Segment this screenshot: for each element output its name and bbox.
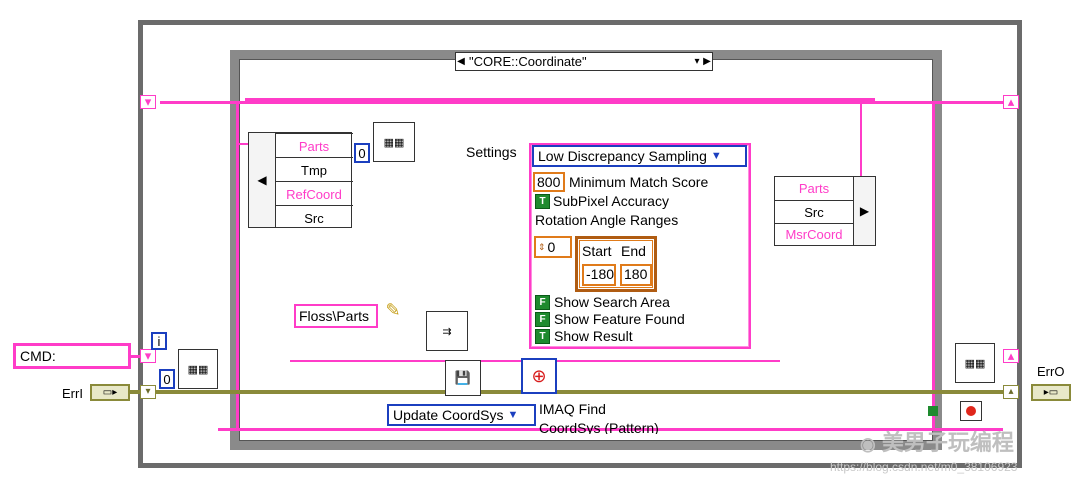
cmd-wire [131,355,141,358]
bundle-item-src: Src [775,200,853,223]
rotation-index[interactable]: ⇕ 0 [534,236,572,258]
index-array-left-icon[interactable]: ▦▦ [178,349,218,389]
shift-register-left-olive: ▾ [140,385,156,399]
cluster-wire-right-loop [860,101,862,183]
wechat-watermark: ◉ 美男子玩编程 [860,425,1014,457]
range-end-label: End [621,243,646,259]
cluster-wire-to-bundler [238,143,250,145]
case-selector-label: "CORE::Coordinate" [469,54,587,69]
err-in-terminal[interactable]: ▭▸ [90,384,130,401]
wechat-logo-icon: ◉ [860,434,876,454]
loop-tunnel-icon [928,406,938,416]
shift-register-right-olive: ▴ [1003,385,1019,399]
cluster-wire-vert-right [932,101,935,431]
unbundle-handle-icon: ◀ [249,133,276,227]
rotation-index-value: 0 [547,239,556,255]
bundle-item-msrcoord: MsrCoord [775,223,853,245]
show-search-area-row: F Show Search Area [535,294,670,311]
unbundle-item-src: Src [275,205,353,230]
settings-label: Settings [466,144,517,160]
rotation-range-inner [579,240,653,288]
range-start-label: Start [582,243,612,259]
subpixel-label: SubPixel Accuracy [553,193,669,209]
show-result-flag[interactable]: T [535,329,550,344]
show-result-label: Show Result [554,328,633,344]
update-coordsys-dropdown[interactable]: Update CoordSys ▼ [387,404,536,426]
sampling-value: Low Discrepancy Sampling [538,148,707,164]
unbundle-item-parts: Parts [275,133,353,158]
error-wire [128,390,1008,394]
stop-condition-icon[interactable] [960,401,982,421]
range-start-field[interactable]: -180 [582,264,616,286]
path-constant-value: Floss\Parts [299,308,370,324]
err-in-label: ErrI [62,386,83,401]
cluster-wire-mid [245,98,875,101]
case-prev-icon[interactable]: ◀ [457,56,465,67]
show-search-area-label: Show Search Area [554,294,670,310]
url-watermark: https://blog.csdn.net/m0_38106923 [830,460,1018,474]
bundle-handle-icon: ▶ [853,177,875,245]
dropdown-arrow-icon: ▼ [507,409,519,421]
path-constant[interactable]: Floss\Parts [294,304,378,328]
stop-dot-icon [966,406,976,416]
unbundle-item-refcoord: RefCoord [275,181,353,206]
range-end-field[interactable]: 180 [620,264,652,286]
shift-register-right-pink: ▴ [1003,348,1019,363]
show-feature-found-label: Show Feature Found [554,311,685,327]
index-constant-top[interactable]: 0 [354,143,370,163]
shift-register-top-right: ▴ [1003,94,1019,109]
rotation-label: Rotation Angle Ranges [535,212,679,228]
show-feature-found-row: F Show Feature Found [535,311,685,328]
case-next-icon[interactable]: ▶ [703,56,711,67]
index-array-icon[interactable]: ▦▦ [373,122,415,162]
cluster-wire-bottom [218,428,1003,431]
err-out-terminal[interactable]: ▸▭ [1031,384,1071,401]
cluster-process-icon[interactable]: ⇉ [426,311,468,351]
case-selector[interactable]: ◀ "CORE::Coordinate" ▾ ▶ [455,52,713,71]
imaq-label-line1: IMAQ Find [539,401,606,417]
cmd-control[interactable]: CMD: [13,343,131,369]
sampling-dropdown[interactable]: Low Discrepancy Sampling ▼ [532,145,747,167]
dropdown-arrow-icon: ▼ [710,150,722,162]
imaq-find-coordsys-icon[interactable]: ⊕ [521,358,557,394]
imaq-label-line2: CoordSys (Pattern) [539,420,659,434]
case-dropdown-icon[interactable]: ▾ [694,56,700,67]
unbundle-item-tmp: Tmp [275,157,353,182]
save-file-icon[interactable]: 💾 [445,360,481,396]
wechat-watermark-text: 美男子玩编程 [881,430,1014,455]
index-constant-left[interactable]: 0 [159,369,175,389]
subpixel-flag[interactable]: T [535,194,550,209]
min-score-field[interactable]: 800 [533,172,565,192]
cluster-wire-vert-left [236,101,239,431]
cmd-control-value: CMD: [20,348,56,364]
shift-register-left-pink: ▾ [140,348,156,363]
subpixel-row: T SubPixel Accuracy [535,193,669,210]
loop-iteration-terminal: i [151,332,167,350]
show-search-area-flag[interactable]: F [535,295,550,310]
index-stepper-icon[interactable]: ⇕ [538,241,546,252]
update-coordsys-value: Update CoordSys [393,407,504,423]
path-to-image-icon[interactable]: ✎ [385,300,401,320]
show-result-row: T Show Result [535,328,633,345]
bundle-item-parts: Parts [798,181,830,196]
bundle-right[interactable]: Parts Src MsrCoord ▶ [774,176,876,246]
cluster-wire-top [160,101,1010,104]
index-array-right-icon[interactable]: ▦▦ [955,343,995,383]
shift-register-top-left: ▾ [140,94,156,109]
unbundle-left[interactable]: ◀ Parts Tmp RefCoord Src [248,132,353,230]
min-score-label: Minimum Match Score [569,174,709,190]
err-out-label: ErrO [1037,364,1065,379]
show-feature-found-flag[interactable]: F [535,312,550,327]
